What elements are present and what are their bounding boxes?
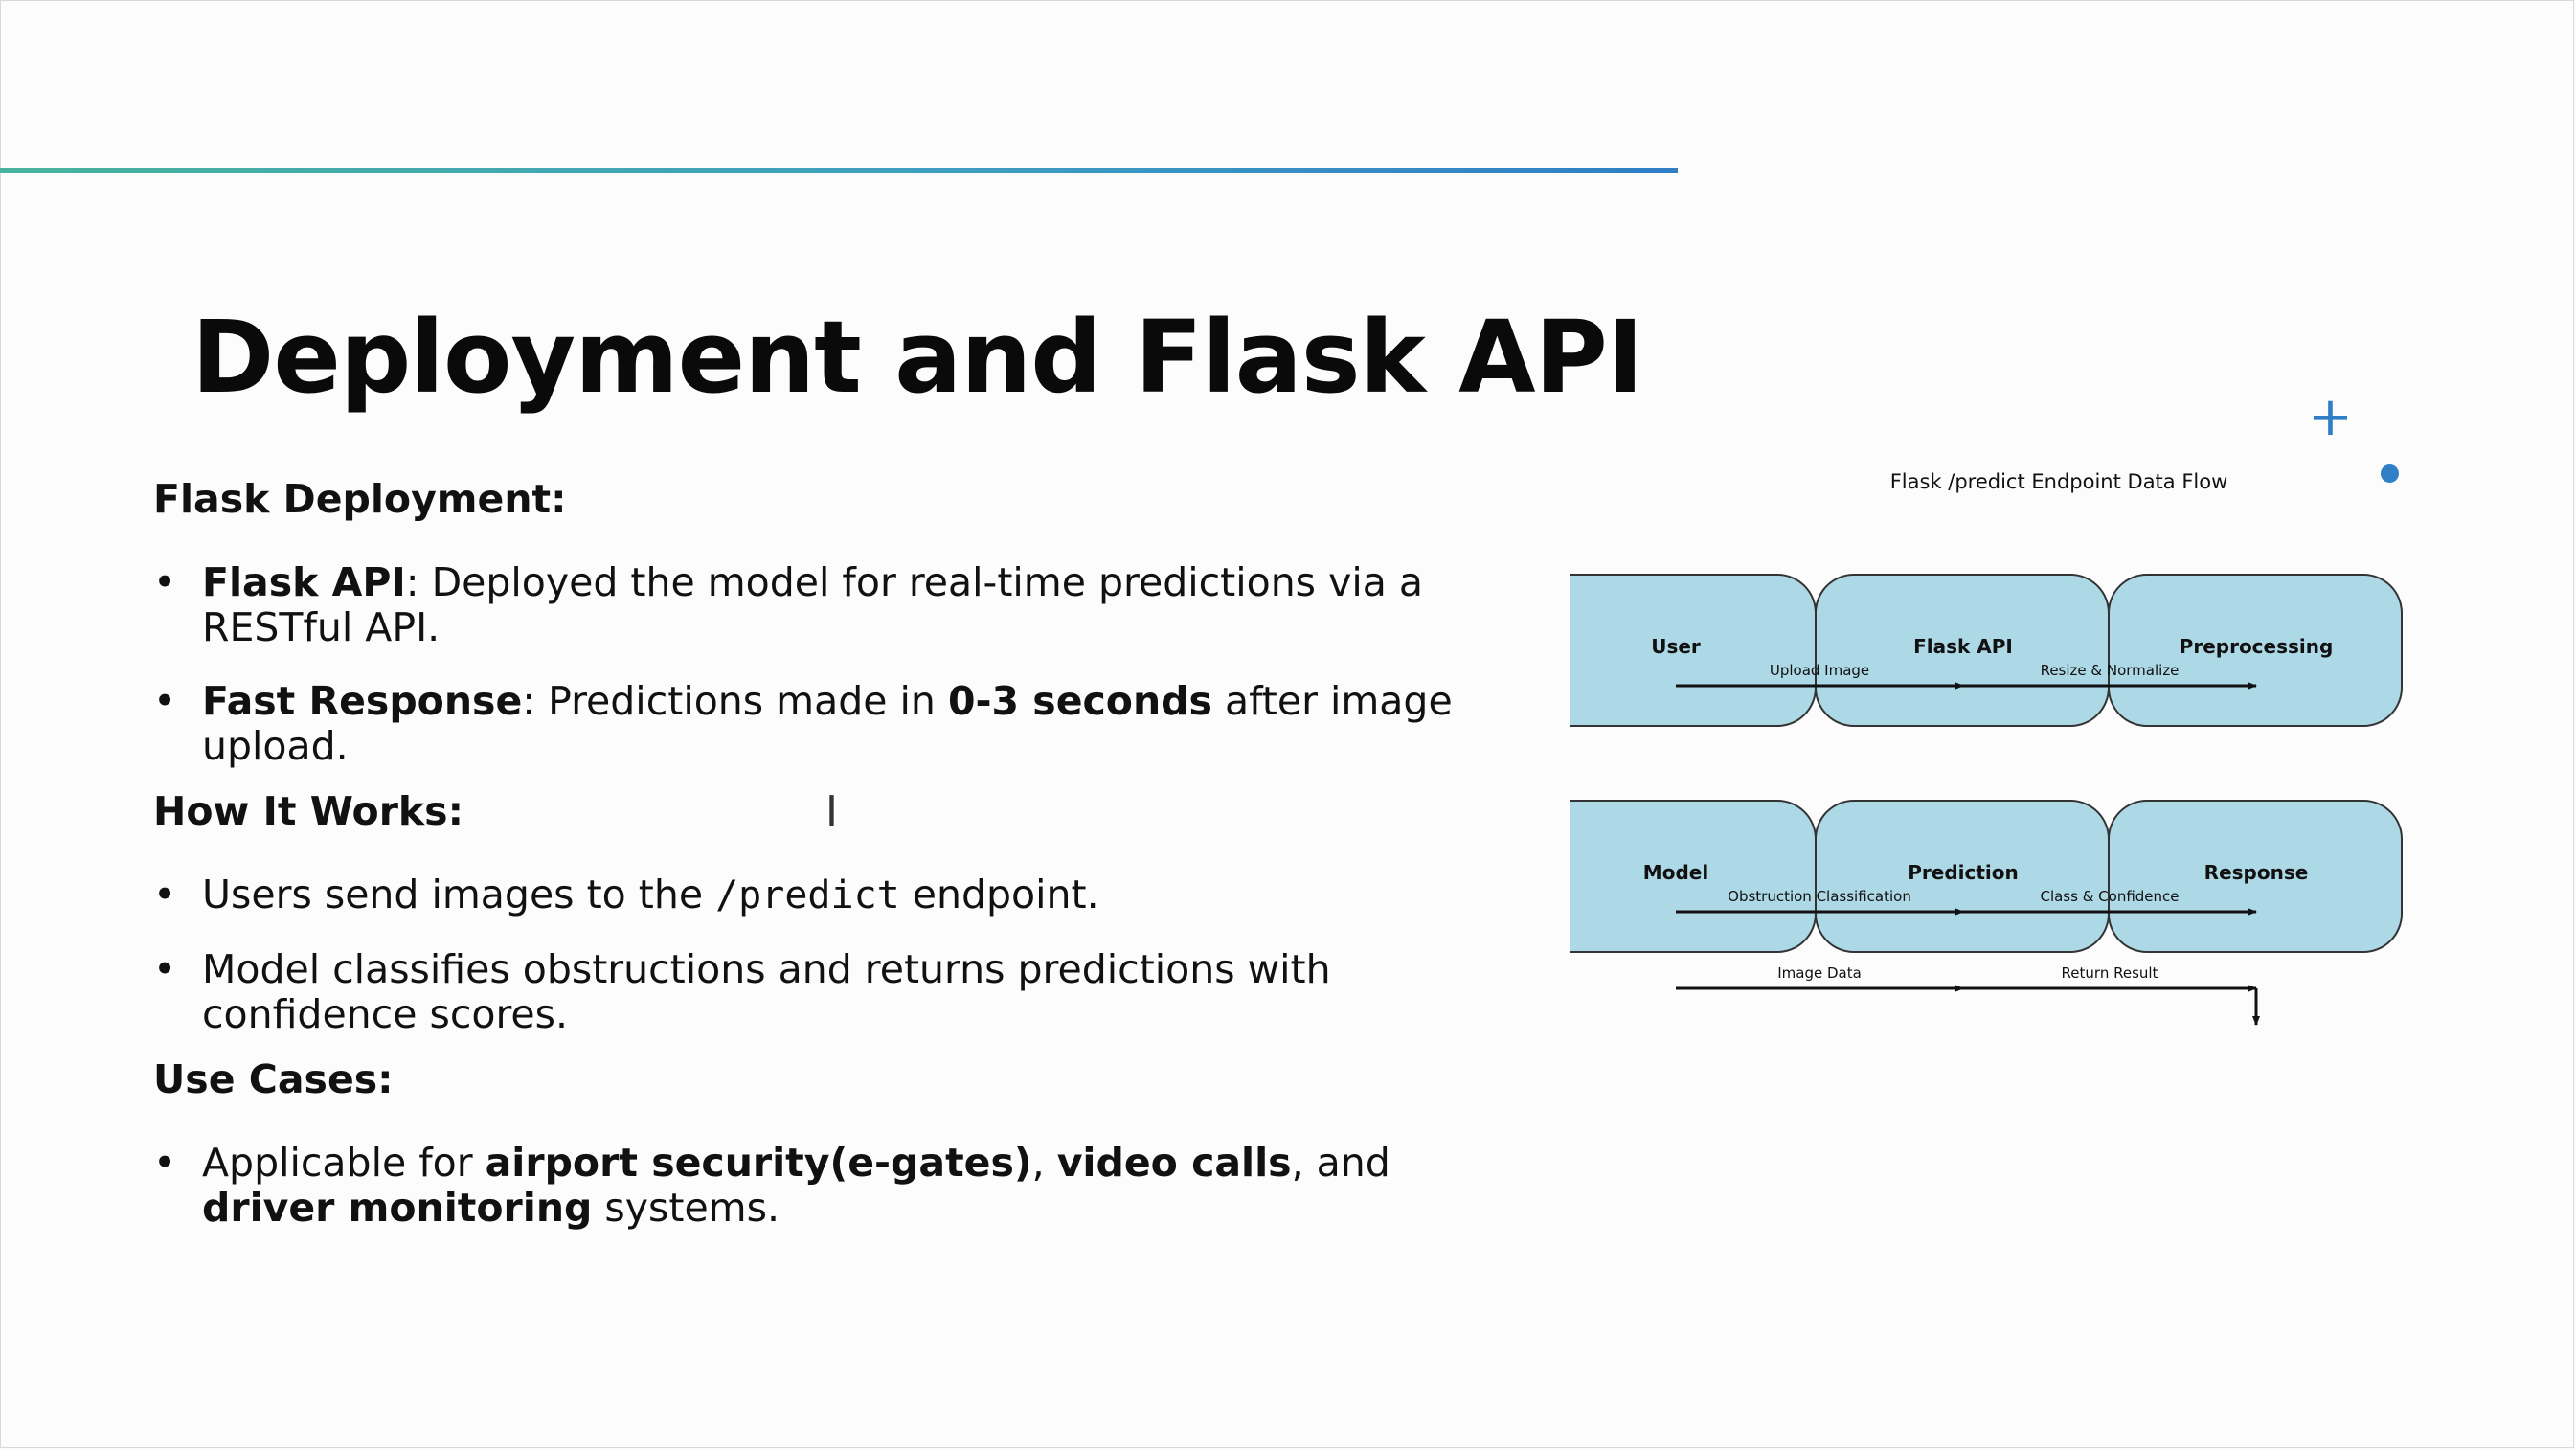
plain-text: Users send images to the — [202, 872, 716, 918]
plain-text: : Predictions made in — [522, 678, 948, 724]
accent-line — [0, 168, 1678, 173]
bullet-text: Fast Response: Predictions made in 0-3 s… — [202, 679, 1485, 769]
section-heading-how-it-works: How It Works: — [153, 788, 463, 834]
dot-decoration — [2381, 464, 2399, 483]
arrow-label: Image Data — [1777, 964, 1862, 982]
slide-title: Deployment and Flask API — [192, 299, 1643, 416]
flow-arrow-obstruction-classification: Obstruction Classification — [1676, 888, 1964, 916]
plain-text: endpoint. — [899, 872, 1099, 918]
arrow-label: Obstruction Classification — [1728, 888, 1911, 905]
bullet-text: Model classifies obstructions and return… — [202, 947, 1485, 1037]
flow-box-response: Response — [2108, 800, 2403, 953]
arrow-label: Upload Image — [1770, 662, 1869, 679]
box-label: Response — [2204, 861, 2309, 884]
flow-box-preprocessing: Preprocessing — [2108, 574, 2403, 727]
code-text: /predict — [715, 873, 900, 918]
bullet-dot: • — [153, 946, 177, 992]
plain-text: , — [1031, 1140, 1057, 1186]
flow-arrow-return-result: Return Result — [1963, 964, 2257, 992]
arrow-label: Resize & Normalize — [2041, 662, 2180, 679]
plain-text: after image upload. — [202, 678, 1453, 769]
arrow-label: Return Result — [2062, 964, 2158, 982]
bullet-dot: • — [153, 1140, 177, 1186]
bullet-dot: • — [153, 559, 177, 605]
bold-text: airport security(e-gates) — [485, 1140, 1032, 1186]
section-heading-use-cases: Use Cases: — [153, 1056, 394, 1102]
flow-box-model: Model — [1570, 800, 1817, 953]
plain-text: , and — [1291, 1140, 1390, 1186]
plain-text: Model classifies obstructions and return… — [202, 946, 1331, 1037]
text-cursor-icon: I — [825, 787, 838, 836]
flow-box-prediction: Prediction — [1815, 800, 2110, 953]
arrow-label: Class & Confidence — [2040, 888, 2179, 905]
bullet-text: Flask API: Deployed the model for real-t… — [202, 560, 1485, 650]
bold-text: Fast Response — [202, 678, 523, 724]
box-label: User — [1651, 635, 1701, 658]
bullet-dot: • — [153, 678, 177, 724]
bullet-text: Applicable for airport security(e-gates)… — [202, 1141, 1485, 1231]
flow-arrow-class-confidence: Class & Confidence — [1963, 888, 2257, 916]
bullet-dot: • — [153, 872, 177, 918]
box-label: Preprocessing — [2180, 635, 2334, 658]
bold-text: video calls — [1056, 1140, 1292, 1186]
box-label: Flask API — [1913, 635, 2013, 658]
plain-text: : Deployed the model for real-time predi… — [202, 559, 1424, 650]
plain-text: systems. — [592, 1185, 780, 1231]
section-heading-flask-deployment: Flask Deployment: — [153, 476, 567, 522]
flow-box-user: User — [1570, 574, 1817, 727]
bold-text: Flask API — [202, 559, 406, 605]
flow-arrow-resize-normalize: Resize & Normalize — [1963, 662, 2257, 690]
bullet-text: Users send images to the /predict endpoi… — [202, 872, 1485, 918]
flow-arrow-upload-image: Upload Image — [1676, 662, 1964, 690]
data-flow-diagram: Flask /predict Endpoint Data Flow User Fl… — [1570, 470, 2403, 1026]
flow-box-flask-api: Flask API — [1815, 574, 2110, 727]
box-label: Model — [1643, 861, 1708, 884]
plain-text: Applicable for — [202, 1140, 486, 1186]
flow-arrow-image-data: Image Data — [1676, 964, 1964, 992]
bold-text: driver monitoring — [202, 1185, 593, 1231]
bold-text: 0-3 seconds — [947, 678, 1212, 724]
plus-decoration-icon: + — [2308, 386, 2353, 448]
diagram-title: Flask /predict Endpoint Data Flow — [1890, 470, 2228, 493]
box-label: Prediction — [1908, 861, 2019, 884]
